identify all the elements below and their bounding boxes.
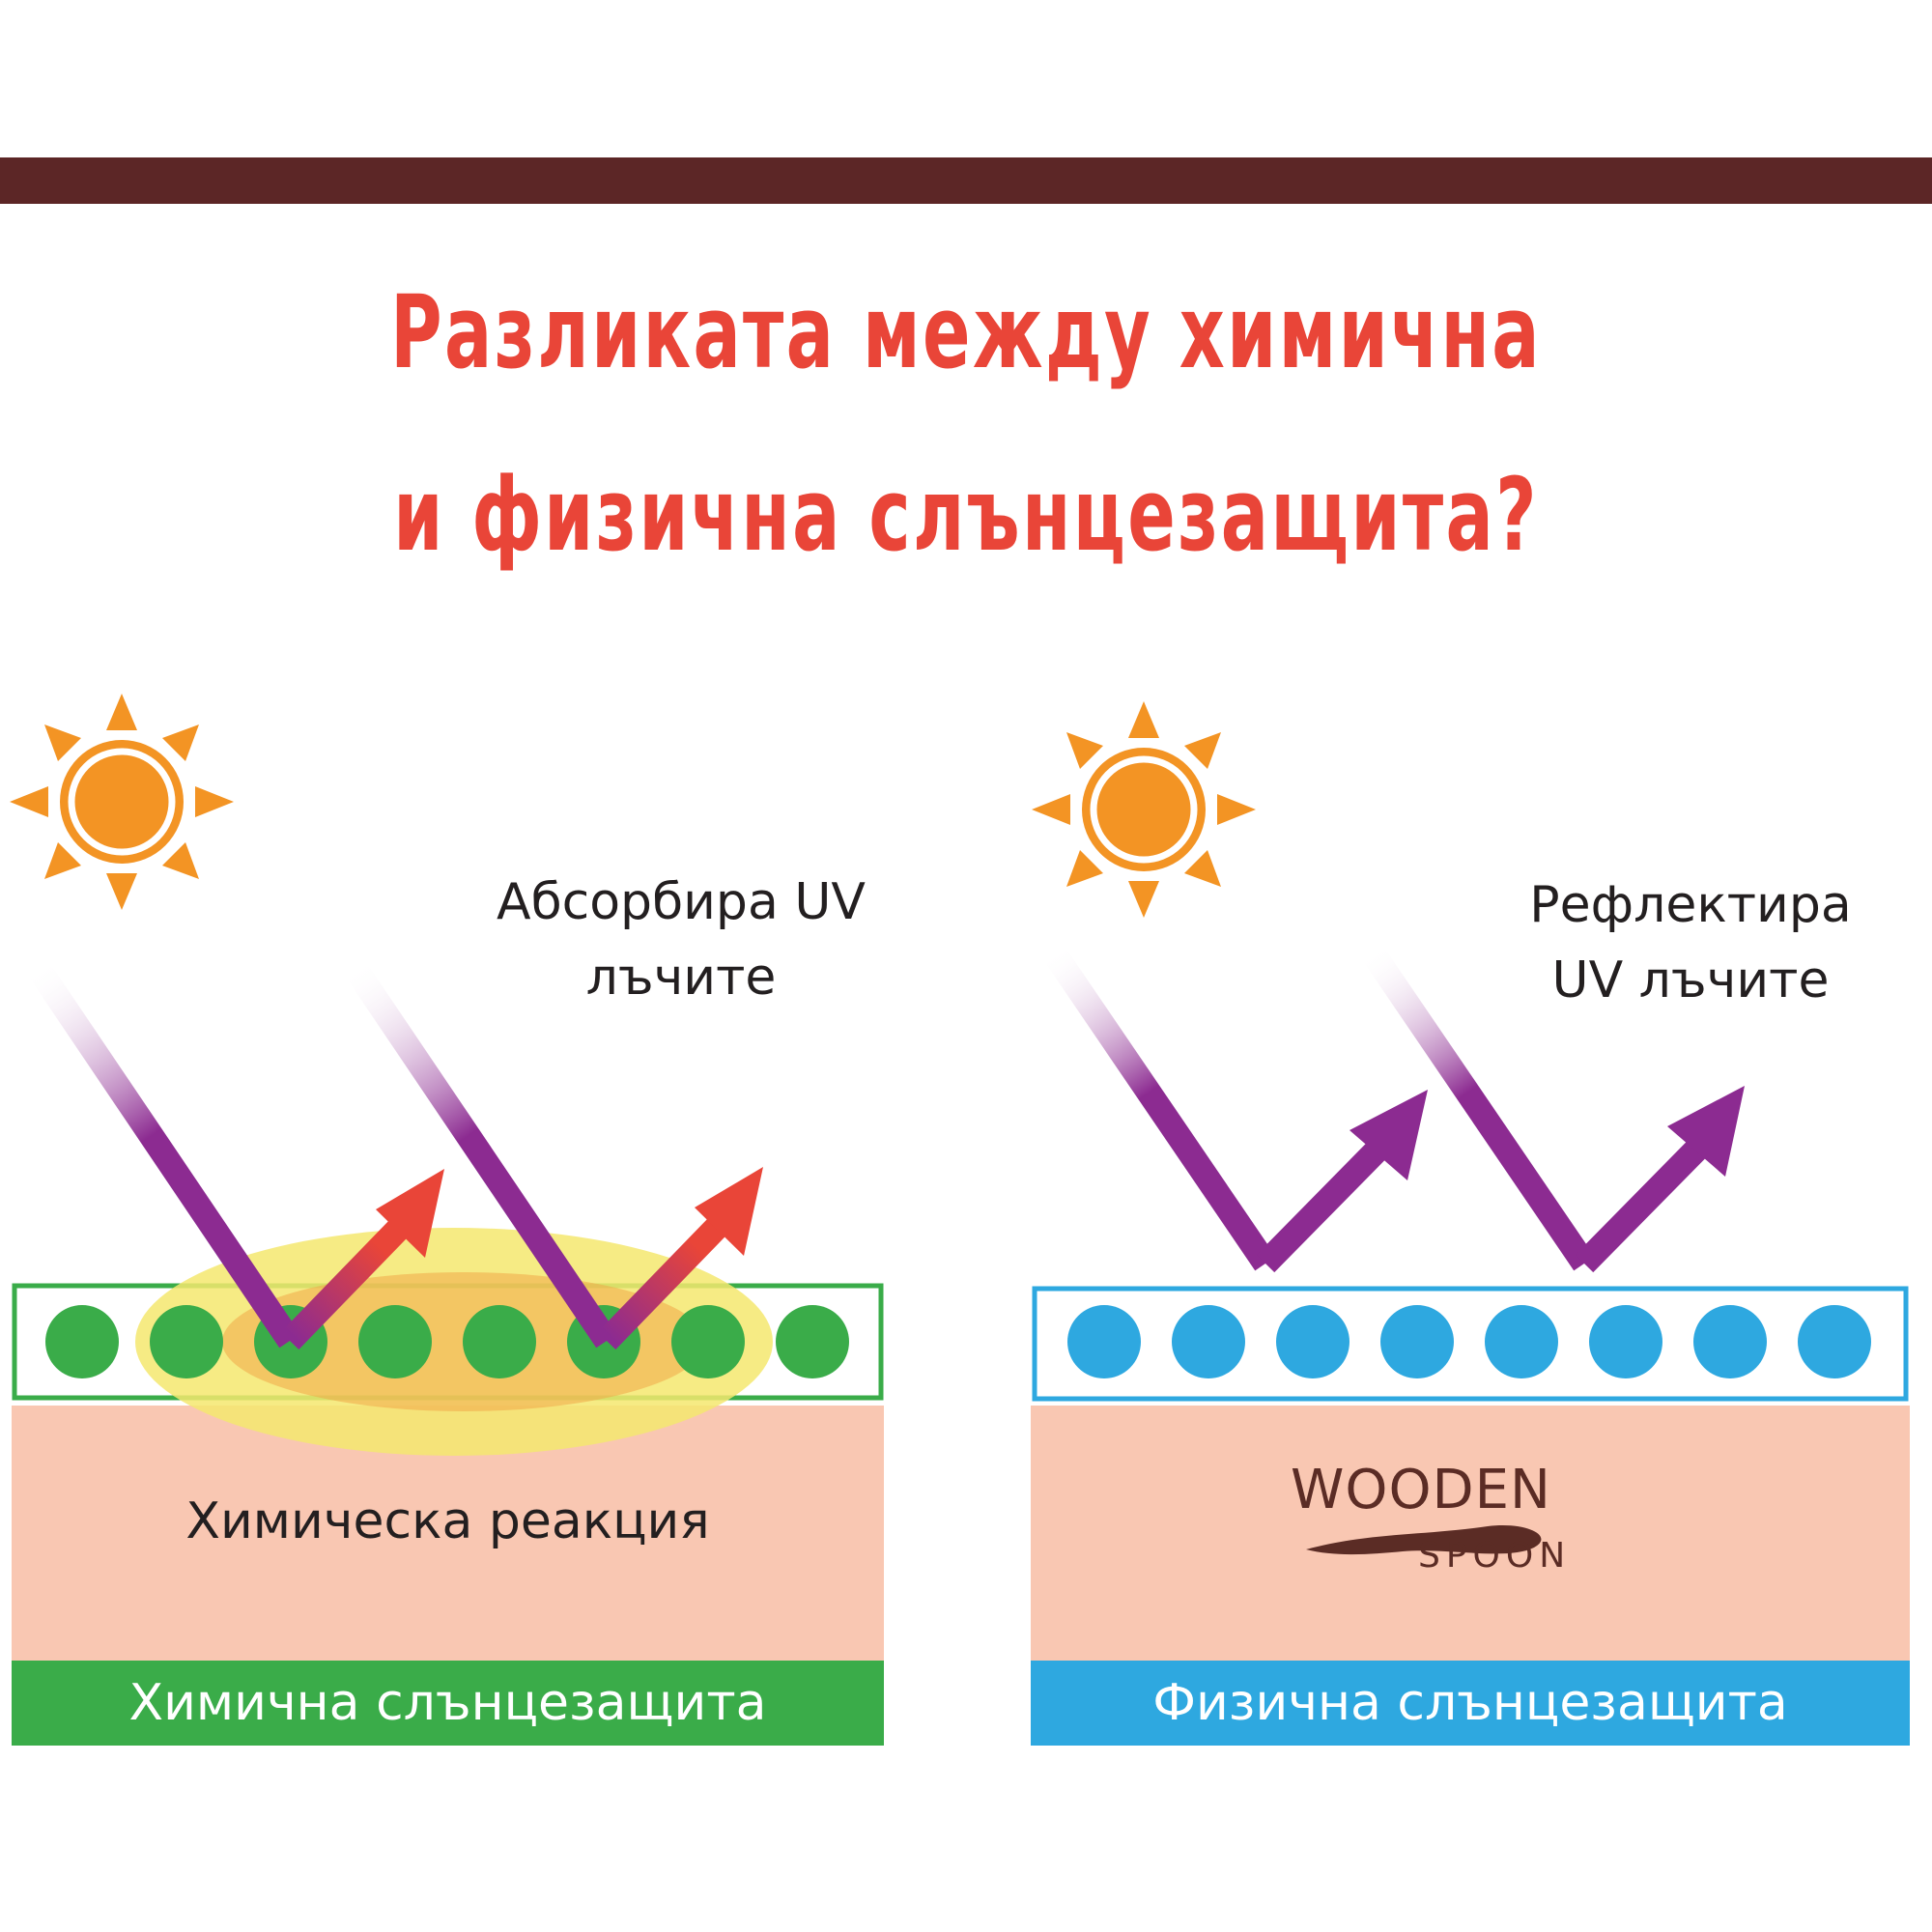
page-title-line1: Разликата между химична [390,273,1542,391]
heat-arrow [280,1204,423,1350]
physical-bar-label: Физична слънцезащита [1152,1674,1788,1732]
chemical-reaction-label: Химическа реакция [185,1492,710,1550]
chemical-particles [45,1305,849,1378]
reflect-caption-line2: UV лъчите [1551,952,1830,1009]
sunscreen-layer [1032,1286,1909,1402]
chemical-panel [10,694,884,1746]
mineral-particle [1798,1305,1871,1378]
chemical-label-bar [12,1661,884,1746]
chemical-particle [358,1305,432,1378]
physical-label-bar [1031,1661,1910,1746]
reflect-caption-line1: Рефлектира [1529,876,1852,934]
chemical-particle [463,1305,536,1378]
logo-wordmark-bottom: SPOON [1418,1536,1572,1576]
uv-ray-incoming [28,961,300,1349]
reflect-caption: Рефлектира UV лъчите [1488,867,1893,1018]
absorb-caption: Абсорбира UV лъчите [454,865,908,1015]
uv-ray-incoming [1044,947,1276,1271]
header-bar [0,157,1932,204]
chemical-particle [45,1305,119,1378]
mineral-particle [1276,1305,1350,1378]
chemical-particle [776,1305,849,1378]
heat-arrow-head [695,1167,763,1256]
mineral-particle [1380,1305,1454,1378]
page-title-line2: и физична слънцезащита? [393,456,1539,574]
chemical-particle [150,1305,223,1378]
mineral-particle [1693,1305,1767,1378]
mineral-particle [1485,1305,1558,1378]
chemical-particle [671,1305,745,1378]
mineral-particle [1172,1305,1245,1378]
heat-arrow-head [376,1169,444,1258]
logo-swoosh-icon [1306,1525,1542,1555]
physical-particles [1067,1305,1871,1378]
physical-panel [1031,701,1910,1746]
uv-ray-reflected-head [1350,1090,1428,1180]
heat-arrow [597,1204,740,1350]
uv-ray-reflected-head [1667,1086,1745,1177]
logo-wordmark-top: WOODEN [1291,1459,1551,1521]
absorb-caption-line1: Абсорбира UV [497,873,866,931]
sun-icon [1032,701,1256,918]
uv-ray-reflected [1256,1134,1393,1273]
uv-ray-reflected [1575,1134,1712,1273]
absorb-caption-line2: лъчите [585,949,777,1007]
chemical-bar-label: Химична слънцезащита [128,1674,767,1732]
uv-ray-incoming [345,961,617,1349]
sun-icon [10,694,234,910]
mineral-particle [1589,1305,1662,1378]
uv-ray-incoming [1363,947,1595,1271]
mineral-particle [1067,1305,1141,1378]
